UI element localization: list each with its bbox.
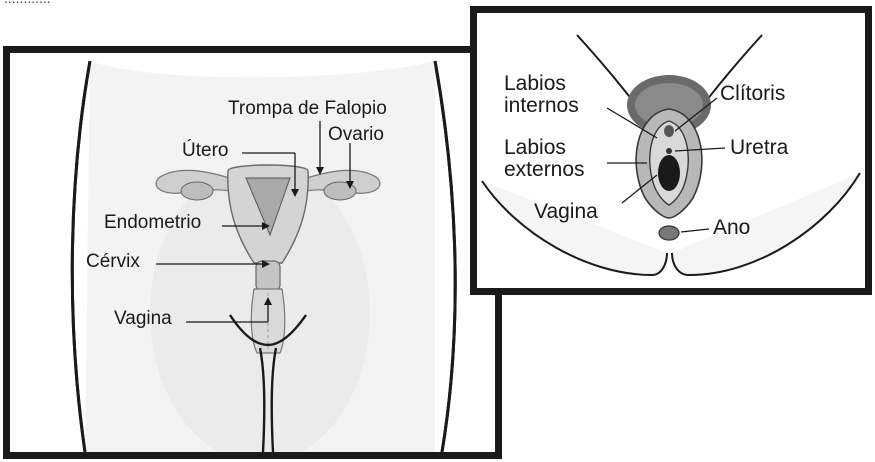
vaginal-opening [658,155,680,191]
label-trompa-de-falopio: Trompa de Falopio [228,99,387,119]
cervix-shape [256,261,280,291]
label-clitoris: Clítoris [720,83,785,105]
clitoris-shape [664,125,674,137]
label-vagina-internal: Vagina [114,309,172,329]
external-anatomy-panel: Labios internos Labios externos Vagina C… [470,6,872,295]
leader-ano [681,229,709,232]
label-uretra: Uretra [730,137,788,159]
urethra-shape [666,148,672,154]
left-ovary [181,182,213,200]
label-labios-externos-line2: externos [504,159,585,181]
label-cervix: Cérvix [86,252,140,272]
label-endometrio: Endometrio [104,213,201,233]
label-ano: Ano [713,217,750,239]
label-vagina-external: Vagina [534,201,598,223]
anus-shape [659,226,679,240]
label-labios-internos-line2: internos [504,95,579,117]
left-buttock [482,181,667,275]
right-buttock [672,173,860,275]
internal-anatomy-panel: Trompa de Falopio Ovario Útero Endometri… [3,46,502,459]
cropped-top-text: ............ [4,0,51,6]
label-labios-internos-line1: Labios [504,73,566,95]
label-utero: Útero [182,141,228,161]
label-ovario: Ovario [328,125,384,145]
label-labios-externos-line1: Labios [504,137,566,159]
